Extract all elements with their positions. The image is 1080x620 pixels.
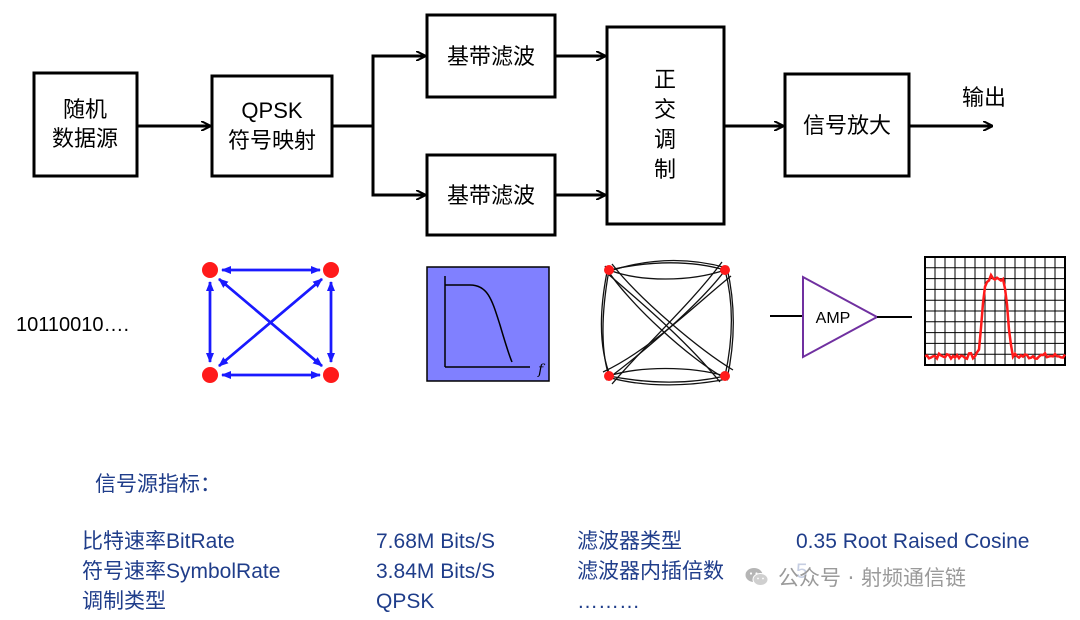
amplifier-symbol: AMP bbox=[770, 275, 912, 359]
signal-amplifier-label: 信号放大 bbox=[803, 114, 891, 139]
trajectory-point-bottom-left bbox=[604, 371, 614, 381]
constellation-point-bottom-left bbox=[202, 367, 218, 383]
arrow-split-to-top-filter bbox=[371, 56, 425, 126]
transition-diag-bl-tr bbox=[218, 278, 323, 367]
spec-row2-value: 3.84M Bits/S bbox=[376, 560, 496, 583]
spec-row3-label2: ……… bbox=[577, 590, 640, 613]
spec-row2-label-latin: SymbolRate bbox=[166, 560, 281, 583]
random-source-line2: 数据源 bbox=[52, 127, 118, 152]
filter-response-curve bbox=[445, 284, 513, 363]
qpsk-mapping-line2: 符号映射 bbox=[228, 129, 316, 154]
baseband-filter-top-block: 基带滤波 bbox=[425, 13, 557, 99]
baseband-filter-bottom-label: 基带滤波 bbox=[447, 184, 535, 209]
constellation-point-top-left bbox=[202, 262, 218, 278]
amp-triangle bbox=[802, 275, 880, 359]
constellation-point-top-right bbox=[323, 262, 339, 278]
quadrature-modulation-char3: 调 bbox=[654, 128, 676, 153]
trajectory-point-top-left bbox=[604, 265, 614, 275]
spec-row1-label2: 滤波器类型 bbox=[577, 529, 682, 553]
qpsk-mapping-line1: QPSK bbox=[241, 98, 302, 123]
signal-amplifier-block: 信号放大 bbox=[783, 72, 911, 178]
qpsk-constellation bbox=[202, 262, 339, 383]
quadrature-modulation-char4: 制 bbox=[654, 158, 676, 183]
spec-row2-label: 符号速率SymbolRate bbox=[82, 559, 281, 583]
spec-row1-value2: 0.35 Root Raised Cosine bbox=[796, 530, 1030, 553]
bit-stream-text: 10110010…. bbox=[16, 314, 129, 336]
spectrum-trace bbox=[924, 272, 1067, 361]
spec-row2-label2: 滤波器内插倍数 bbox=[577, 559, 724, 583]
quadrature-modulation-block: 正 交 调 制 bbox=[605, 25, 726, 226]
filtered-trajectory-constellation bbox=[600, 259, 735, 386]
output-label: 输出 bbox=[962, 86, 1006, 111]
constellation-point-bottom-right bbox=[323, 367, 339, 383]
spec-row1-label-latin: BitRate bbox=[166, 530, 235, 553]
trajectory-point-bottom-right bbox=[720, 371, 730, 381]
spec-row1-value: 7.68M Bits/S bbox=[376, 530, 496, 553]
spec-title: 信号源指标： bbox=[95, 472, 221, 496]
quadrature-modulation-char2: 交 bbox=[654, 98, 676, 123]
spec-row3-label: 调制类型 bbox=[82, 591, 166, 612]
signal-flow-arrows bbox=[137, 56, 992, 195]
arrow-split-to-bottom-filter bbox=[371, 126, 425, 195]
spectrum-plot bbox=[924, 256, 1067, 366]
spec-row1-label-cjk: 比特速率 bbox=[82, 529, 166, 553]
spec-row2-label-cjk: 符号速率 bbox=[82, 559, 166, 583]
random-source-block: 随机 数据源 bbox=[32, 71, 139, 178]
spec-row3-label-cjk: 调制类型 bbox=[82, 589, 166, 613]
watermark-text: 公众号 · 射频通信链 bbox=[778, 566, 967, 590]
random-source-line1: 随机 bbox=[63, 98, 107, 123]
baseband-filter-bottom-block: 基带滤波 bbox=[425, 153, 557, 237]
watermark: 公众号 · 射频通信链 bbox=[738, 560, 973, 594]
baseband-filter-top-label: 基带滤波 bbox=[447, 45, 535, 70]
trajectory-point-top-right bbox=[720, 265, 730, 275]
qpsk-mapping-block: QPSK 符号映射 bbox=[210, 74, 334, 178]
quadrature-modulation-char1: 正 bbox=[654, 68, 676, 93]
wechat-icon bbox=[745, 568, 769, 586]
spec-row3-value: QPSK bbox=[376, 590, 435, 613]
filter-response-plot: f bbox=[426, 266, 550, 382]
filter-axis-label: f bbox=[537, 362, 546, 378]
amp-label: AMP bbox=[816, 310, 851, 327]
spec-row1-label: 比特速率BitRate bbox=[82, 529, 235, 553]
